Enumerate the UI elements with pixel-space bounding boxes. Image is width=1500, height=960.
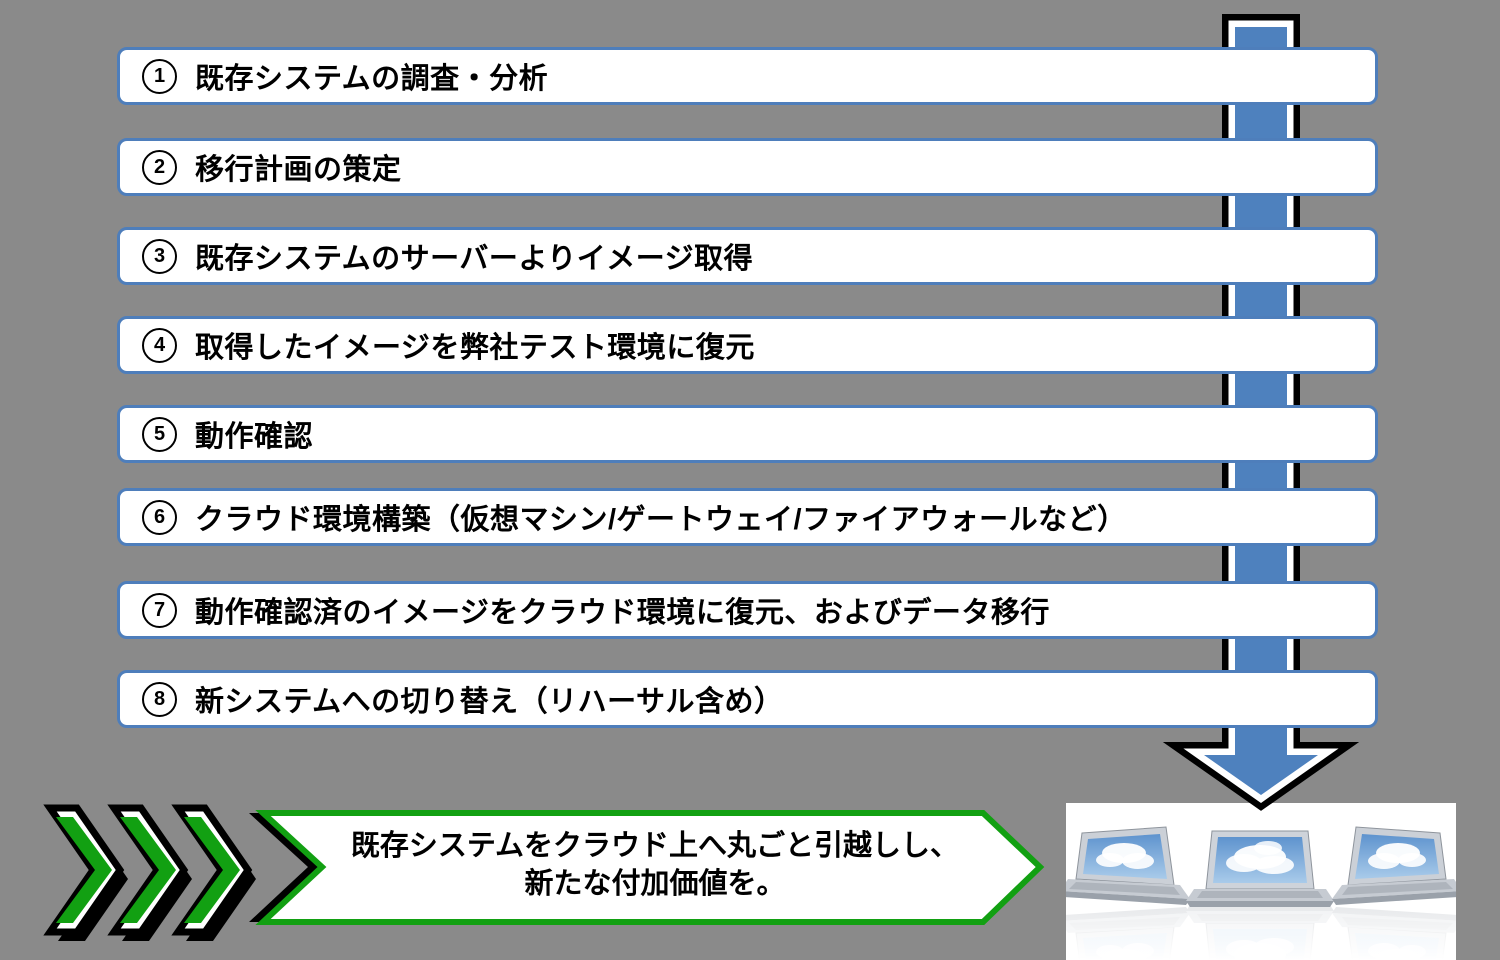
step-label: クラウド環境構築（仮想マシン/ゲートウェイ/ファイアウォールなど） bbox=[195, 504, 1127, 536]
step-label: 既存システムのサーバーよりイメージ取得 bbox=[195, 243, 754, 275]
chevron-icon bbox=[171, 804, 256, 941]
step-box-7: 7 動作確認済のイメージをクラウド環境に復元、およびデータ移行 bbox=[117, 581, 1378, 639]
step-number-circle: 7 bbox=[142, 592, 177, 628]
step-box-3: 3 既存システムのサーバーよりイメージ取得 bbox=[117, 227, 1378, 285]
step-box-4: 4 取得したイメージを弊社テスト環境に復元 bbox=[117, 316, 1378, 374]
step-box-1: 1 既存システムの調査・分析 bbox=[117, 47, 1378, 105]
chevron-icon bbox=[107, 804, 192, 941]
step-box-5: 5 動作確認 bbox=[117, 405, 1378, 463]
laptops-cloud-image bbox=[1066, 803, 1456, 960]
step-number-circle: 5 bbox=[142, 416, 177, 452]
step-number-circle: 8 bbox=[142, 681, 177, 717]
step-label: 取得したイメージを弊社テスト環境に復元 bbox=[195, 332, 755, 364]
laptop-left bbox=[1066, 826, 1190, 905]
step-box-8: 8 新システムへの切り替え（リハーサル含め） bbox=[117, 670, 1378, 728]
chevron-icon bbox=[43, 804, 128, 941]
step-label: 動作確認 bbox=[195, 421, 314, 453]
step-number-circle: 6 bbox=[142, 499, 177, 535]
result-banner-text: 既存システムをクラウド上へ丸ごと引越しし、 新たな付加価値を。 bbox=[305, 827, 1005, 903]
banner-line-2: 新たな付加価値を。 bbox=[524, 868, 786, 900]
step-label: 新システムへの切り替え（リハーサル含め） bbox=[195, 686, 784, 718]
step-number-circle: 2 bbox=[142, 149, 177, 185]
step-label: 動作確認済のイメージをクラウド環境に復元、およびデータ移行 bbox=[195, 597, 1050, 629]
step-number-circle: 1 bbox=[142, 58, 177, 94]
step-box-6: 6 クラウド環境構築（仮想マシン/ゲートウェイ/ファイアウォールなど） bbox=[117, 488, 1378, 546]
step-number-circle: 4 bbox=[142, 327, 177, 363]
triple-chevron-icon bbox=[43, 804, 256, 941]
step-label: 既存システムの調査・分析 bbox=[195, 63, 549, 95]
banner-line-1: 既存システムをクラウド上へ丸ごと引越しし、 bbox=[350, 830, 960, 862]
laptop-center bbox=[1186, 830, 1334, 907]
laptops-illustration bbox=[1066, 803, 1456, 960]
step-label: 移行計画の策定 bbox=[195, 154, 402, 186]
step-box-2: 2 移行計画の策定 bbox=[117, 138, 1378, 196]
step-number-circle: 3 bbox=[142, 238, 177, 274]
